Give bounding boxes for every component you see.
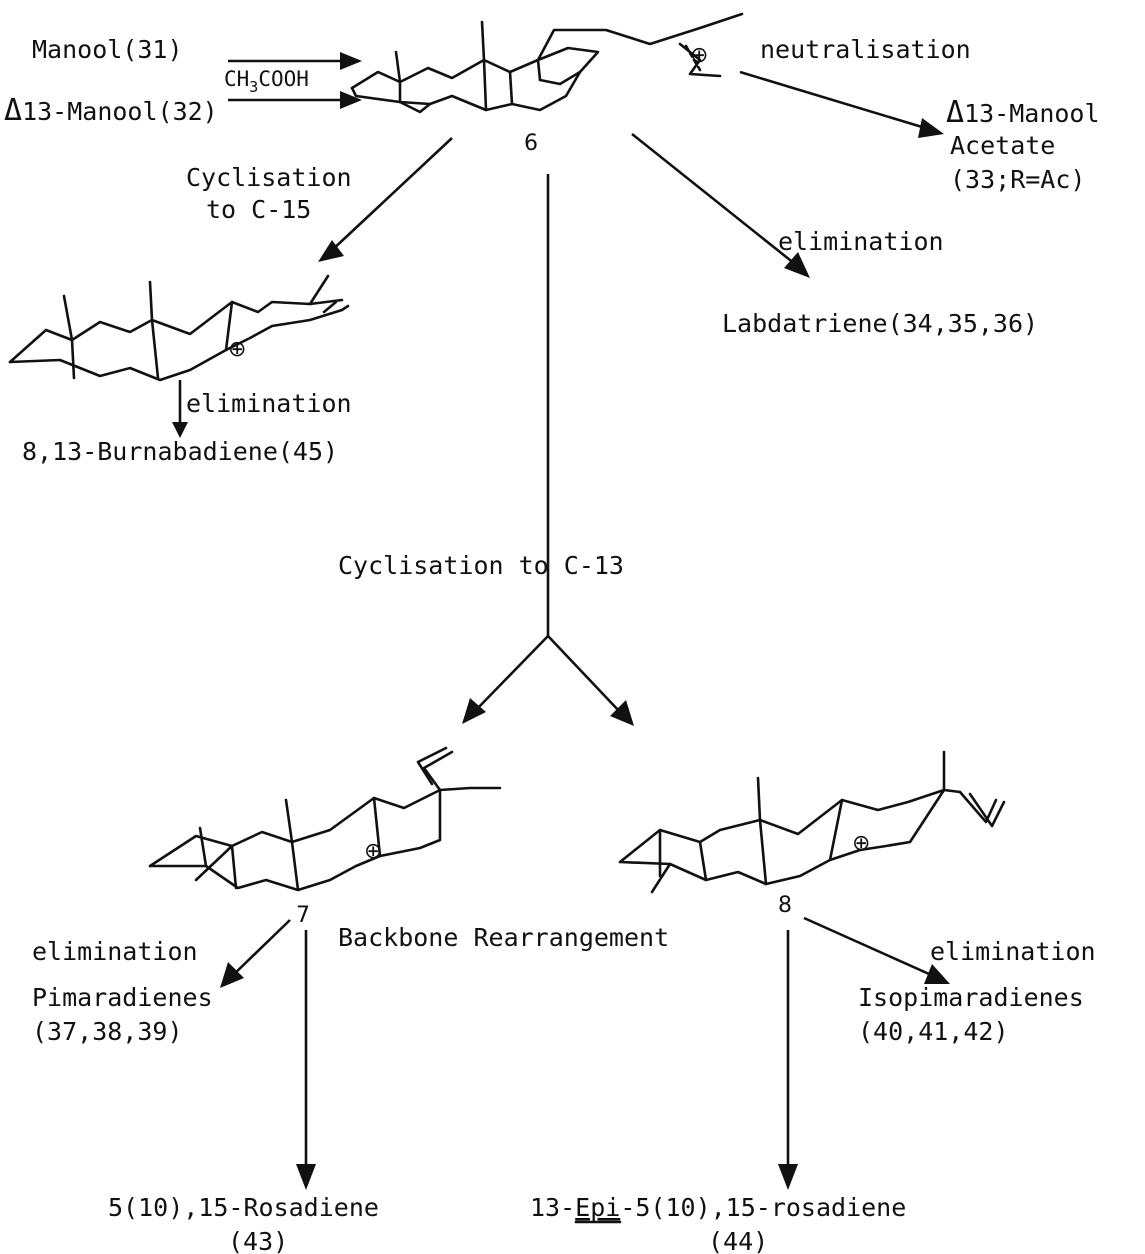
arrowhead-delta13-manool [340, 91, 362, 109]
arrowhead-elimination-pimaradienes [220, 962, 244, 988]
arrowhead-neutralisation [918, 118, 944, 138]
rosadiene-line1: 5(10),15-Rosadiene [108, 1193, 379, 1222]
burnabane-cation-charge: ⊕ [228, 337, 246, 362]
backbone-rearrangement-label: Backbone Rearrangement [338, 923, 669, 952]
acetate-line1: Δ13-Manool [946, 95, 1100, 130]
pimaradienes-line1: Pimaradienes [32, 983, 213, 1012]
epi-rosadiene-line1: 13-Epi-5(10),15-rosadiene [530, 1193, 906, 1222]
cation-7-charge: ⊕ [364, 839, 382, 864]
arrowhead-elimination-labdatriene [784, 252, 810, 278]
delta13-manool-label: Δ13-Manool(32) [4, 93, 218, 128]
isopimaradienes-line2: (40,41,42) [858, 1017, 1009, 1046]
cation-8-structure [618, 750, 1006, 894]
arrow-cyclisation-c15 [329, 137, 453, 253]
arrow-to-cation-7 [473, 635, 549, 713]
pimaradienes-line2: (37,38,39) [32, 1017, 183, 1046]
arrow-neutralisation [739, 70, 933, 132]
arrow-elimination-pimaradienes [229, 919, 291, 979]
arrowhead-to-epi-rosadiene [778, 1164, 798, 1190]
elimination-7-label: elimination [32, 937, 198, 966]
epi-word: Epi [575, 1193, 620, 1222]
cation-8-number: 8 [778, 893, 792, 918]
epi-rosadiene-line2: (44) [708, 1227, 768, 1254]
acetate-line2: Acetate [950, 131, 1055, 160]
neutralisation-label: neutralisation [760, 35, 971, 64]
reagent-label: CH3COOH [224, 67, 309, 96]
burnabadiene-label: 8,13-Burnabadiene(45) [22, 437, 338, 466]
arrowhead-to-rosadiene [296, 1164, 316, 1190]
cyclisation-c13-label: Cyclisation to C-13 [338, 551, 624, 580]
cyclisation-c15-line2: to C-15 [206, 195, 311, 224]
cation-8-charge: ⊕ [852, 831, 870, 856]
arrow-elimination-isopimaradienes [803, 916, 939, 980]
acetate-line3: (33;R=Ac) [950, 165, 1085, 194]
reagent-ch: CH [224, 67, 249, 91]
svg-text:CH3COOH: CH3COOH [224, 67, 309, 96]
burnabane-cation-structure [8, 274, 350, 382]
reagent-subscript: 3 [249, 78, 258, 96]
epi-rest: -5(10),15-rosadiene [620, 1193, 906, 1222]
acetate-delta: Δ [946, 95, 964, 130]
rosadiene-line2: (43) [228, 1227, 288, 1254]
arrowhead-manool [340, 52, 362, 70]
elimination-right-label: elimination [778, 227, 944, 256]
cation-7-structure [148, 746, 502, 892]
arrowhead-elimination-burnabadiene [172, 422, 188, 438]
elimination-left-label: elimination [186, 389, 352, 418]
manool-label: Manool(31) [32, 35, 183, 64]
arrowhead-cyclisation-c15 [318, 240, 344, 262]
cation-6-number: 6 [524, 131, 538, 156]
arrowhead-elimination-isopimaradienes [924, 964, 950, 984]
arrowhead-to-cation-8 [610, 700, 634, 726]
epi-prefix: 13- [530, 1193, 575, 1222]
reagent-cooh: COOH [258, 67, 309, 91]
cation-6-structure [350, 12, 744, 114]
labdatriene-label: Labdatriene(34,35,36) [722, 309, 1038, 338]
delta13-manool-text: 13-Manool(32) [22, 97, 218, 126]
elimination-8-label: elimination [930, 937, 1096, 966]
arrow-elimination-labdatriene [631, 132, 801, 270]
arrow-to-cation-8 [547, 635, 621, 713]
cation-7-number: 7 [296, 903, 310, 928]
cation-6-charge: ⊕ [690, 43, 708, 68]
arrowhead-to-cation-7 [462, 698, 486, 724]
isopimaradienes-line1: Isopimaradienes [858, 983, 1084, 1012]
cyclisation-c15-line1: Cyclisation [186, 163, 352, 192]
delta-symbol: Δ [4, 93, 22, 128]
acetate-name: 13-Manool [964, 99, 1099, 128]
